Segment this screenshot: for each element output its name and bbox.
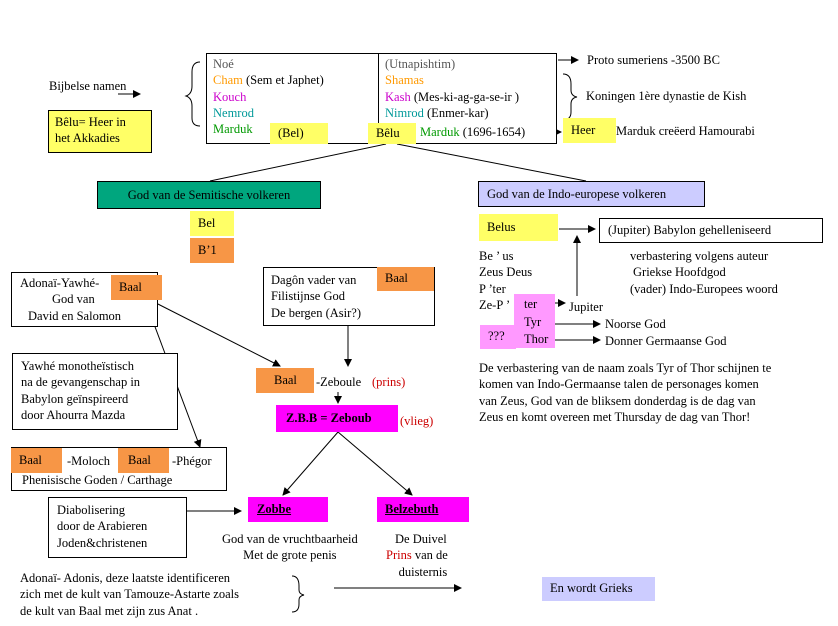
diabolisering-box: Diabolisering door de Arabieren Joden&ch… — [48, 497, 187, 558]
baal-tag-dagon: Baal — [377, 267, 434, 291]
name-shamas: Shamas — [385, 73, 424, 88]
noorse-god-label: Noorse God — [605, 317, 666, 331]
ter-label: ter — [524, 297, 538, 311]
indo-right-column: verbastering volgens auteur Griekse Hoof… — [630, 248, 778, 297]
b1-box: B’1 — [190, 238, 234, 263]
duisternis-line: duisternis — [398, 564, 448, 579]
belzebuth-description: De Duivel Prins van de duisternis — [386, 531, 448, 580]
duivel-line: De Duivel — [395, 532, 447, 546]
donner-label: Donner Germaanse God — [605, 334, 727, 348]
top-left-column: Noé Cham (Sem et Japhet) Kouch Nemrod Ma… — [213, 56, 324, 137]
top-table-divider — [378, 53, 379, 127]
name-nimrod: Nimrod — [385, 105, 424, 120]
moloch-label: -Moloch — [67, 454, 111, 468]
marduk-right-row: Marduk (1696-1654) — [420, 125, 525, 139]
prins-label: (prins) — [372, 375, 406, 389]
adonis-line-1: Adonaï- Adonis, deze laatste identificer… — [20, 571, 230, 585]
name-noe: Noé — [213, 57, 234, 71]
name-nemrod: Nemrod — [213, 105, 254, 120]
proto-sumeriens: Proto sumeriens -3500 BC — [587, 53, 720, 67]
dagon-box: Dagôn vader van Filistijnse God De berge… — [263, 267, 435, 326]
baal-tag-phegor: Baal — [118, 448, 169, 473]
baal-tag-zeboule: Baal — [256, 368, 314, 393]
name-kash: Kash — [385, 89, 411, 104]
bel-tag: (Bel) — [270, 123, 328, 144]
ter-tyr-thor-panel: ter Tyr Thor — [514, 294, 555, 348]
name-utnapishtim: (Utnapishtim) — [385, 57, 456, 71]
thor-label: Thor — [524, 332, 549, 346]
adonai-line-1: Adonaï-Yawhé- — [20, 276, 100, 290]
name-marduk-dates: (1696-1654) — [459, 125, 526, 139]
yahwe-box: Yawhé monotheïstisch na de gevangenschap… — [12, 353, 178, 430]
name-kash-note: (Mes-ki-ag-ga-se-ir ) — [410, 89, 519, 104]
belus-box: Belus — [479, 214, 558, 241]
indo-right-2: Griekse Hoofdgod — [633, 265, 726, 280]
dagon-line-1: Dagôn vader van — [271, 273, 357, 287]
jupiter-label: Jupiter — [569, 300, 604, 314]
indo-left-3: P ’ter — [479, 281, 506, 296]
prins-rest: van de — [411, 548, 448, 563]
indo-left-1: Be ’ us — [479, 249, 514, 263]
name-nimrod-note: (Enmer-kar) — [423, 105, 489, 120]
grieks-box: En wordt Grieks — [542, 577, 655, 601]
bijbelse-namen-label: Bijbelse namen — [49, 79, 127, 93]
zobbe-box: Zobbe — [248, 497, 328, 522]
jupiter-box: (Jupiter) Babylon gehelleniseerd — [599, 218, 823, 243]
koningen-kish: Koningen 1ère dynastie de Kish — [586, 89, 747, 103]
phegor-label: -Phégor — [172, 454, 212, 468]
zobbe-desc-1: God van de vruchtbaarheid — [222, 532, 358, 546]
paragraph-line-2: komen van Indo-Germaanse talen de person… — [479, 377, 759, 392]
paragraph-line-4: Zeus en komt overeen met Thursday de dag… — [479, 409, 751, 424]
baal-tag-moloch: Baal — [11, 448, 62, 473]
adonai-line-2: God van — [52, 292, 95, 307]
phenisische-label: Phenisische Goden / Carthage — [22, 473, 173, 487]
baal-tag-adonai: Baal — [111, 275, 162, 300]
belu-tag: Bêlu — [368, 123, 416, 144]
qqq-box: ??? — [480, 325, 516, 349]
yahwe-line-1: Yawhé monotheïstisch — [21, 359, 134, 373]
paragraph-line-1: De verbastering van de naam zoals Tyr of… — [479, 361, 772, 375]
indo-left-column: Be ’ us Zeus Deus P ’ter Ze-P ’ — [479, 248, 532, 313]
dagon-line-2: Filistijnse God — [271, 289, 345, 304]
dagon-line-3: De bergen (Asir?) — [271, 305, 362, 320]
zobbe-description: God van de vruchtbaarheid Met de grote p… — [222, 531, 358, 564]
name-marduk-right: Marduk — [420, 125, 460, 139]
adonis-line-2: zich met de kult van Tamouze-Astarte zoa… — [20, 587, 239, 602]
indo-left-4: Ze-P ’ — [479, 297, 511, 312]
diabolisering-line-2: door de Arabieren — [57, 519, 148, 534]
zobbe-desc-2: Met de grote penis — [243, 548, 337, 563]
yahwe-line-4: door Ahourra Mazda — [21, 407, 126, 422]
top-right-column: (Utnapishtim) Shamas Kash (Mes-ki-ag-ga-… — [385, 56, 519, 121]
indo-header: God van de Indo-europese volkeren — [478, 181, 705, 207]
diabolisering-line-3: Joden&christenen — [57, 535, 148, 550]
yahwe-line-3: Babylon geïnspireerd — [21, 391, 129, 406]
adonis-note: Adonaï- Adonis, deze laatste identificer… — [20, 570, 239, 619]
zeboule-label: -Zeboule — [316, 375, 362, 389]
vlieg-label: (vlieg) — [400, 414, 434, 428]
zbb-box: Z.B.B = Zeboub — [276, 405, 398, 432]
adonis-line-3: de kult van Baal met zijn zus Anat . — [20, 603, 199, 618]
name-kouch: Kouch — [213, 89, 247, 104]
indo-right-1: verbastering volgens auteur — [630, 249, 769, 263]
verbastering-paragraph: De verbastering van de naam zoals Tyr of… — [479, 360, 771, 425]
tyr-label: Tyr — [524, 315, 542, 329]
heer-tag: Heer — [563, 118, 616, 143]
belu-note-line-2: het Akkadies — [55, 131, 120, 146]
marduk-creeerd: Marduk creëerd Hamourabi — [616, 124, 755, 138]
yahwe-line-2: na de gevangenschap in — [21, 375, 141, 390]
name-marduk-left: Marduk — [213, 122, 253, 136]
belzebuth-box: Belzebuth — [377, 497, 469, 522]
name-cham: Cham — [213, 73, 243, 88]
bel-box: Bel — [190, 211, 234, 236]
indo-right-3: (vader) Indo-Europees woord — [630, 281, 778, 296]
adonai-line-3: David en Salomon — [28, 308, 122, 323]
name-cham-note: (Sem et Japhet) — [242, 73, 324, 88]
belu-note-box: Bêlu= Heer in het Akkadies — [48, 110, 152, 153]
belu-note-line-1: Bêlu= Heer in — [55, 115, 126, 129]
paragraph-line-3: van Zeus, God van de bliksem donderdag i… — [479, 393, 756, 408]
semitic-header: God van de Semitische volkeren — [97, 181, 321, 209]
prins-word: Prins — [386, 548, 412, 563]
diabolisering-line-1: Diabolisering — [57, 503, 126, 517]
indo-left-2: Zeus Deus — [479, 265, 533, 280]
